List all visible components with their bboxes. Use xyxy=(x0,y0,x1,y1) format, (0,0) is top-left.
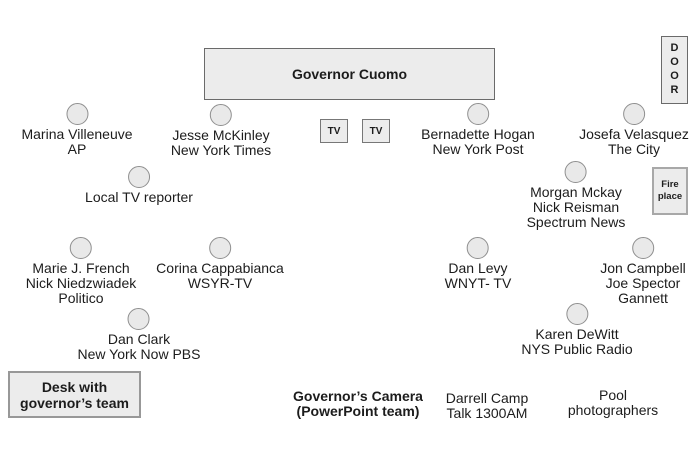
fireplace-label-line: place xyxy=(657,191,683,202)
seat-name-line: Morgan Mckay xyxy=(530,184,622,200)
door-letter: O xyxy=(670,70,679,82)
seat-outlet-line: Politico xyxy=(58,290,104,306)
seat-karen-dewitt: Karen DeWitt NYS Public Radio xyxy=(521,303,633,357)
seat-label: Corina Cappabianca WSYR-TV xyxy=(156,261,284,291)
governors-camera-label: Governor’s Camera (PowerPoint team) xyxy=(293,389,423,419)
seat-morgan-mckay-nick-reisman: Morgan Mckay Nick Reisman Spectrum News xyxy=(527,161,626,230)
chair-icon xyxy=(623,103,645,125)
chair-icon xyxy=(566,303,588,325)
fireplace-box: Fire place xyxy=(652,167,688,215)
floor-label-line: (PowerPoint team) xyxy=(296,403,420,419)
seat-name-line: Jon Campbell xyxy=(600,260,686,276)
tv-label: TV xyxy=(327,125,341,137)
seat-label: Karen DeWitt NYS Public Radio xyxy=(521,327,632,357)
desk-box: Desk with governor’s team xyxy=(8,371,141,418)
seat-bernadette-hogan: Bernadette Hogan New York Post xyxy=(421,103,535,157)
seat-label: Marie J. French Nick Niedzwiadek Politic… xyxy=(26,261,136,306)
seat-jesse-mckinley: Jesse McKinley New York Times xyxy=(171,104,271,158)
seat-label: Local TV reporter xyxy=(85,190,193,205)
chair-icon xyxy=(66,103,88,125)
door-box: D O O R xyxy=(661,36,688,104)
seat-name-line: Karen DeWitt xyxy=(535,326,619,342)
seat-dan-levy: Dan Levy WNYT- TV xyxy=(445,237,512,291)
door-letter: D xyxy=(670,42,679,54)
seat-label: Jesse McKinley New York Times xyxy=(171,128,271,158)
seat-name-line: Josefa Velasquez xyxy=(579,126,689,142)
chair-icon xyxy=(127,308,150,330)
desk-label-line: governor’s team xyxy=(20,394,129,411)
seat-name-line: Local TV reporter xyxy=(85,189,193,205)
seat-name-line: Nick Niedzwiadek xyxy=(25,275,137,291)
seat-outlet-line: The City xyxy=(607,141,661,157)
chair-icon xyxy=(69,237,92,259)
seat-name-line: Nick Reisman xyxy=(532,199,620,215)
seat-outlet-line: WNYT- TV xyxy=(444,275,512,291)
seat-marie-french-nick-niedzwiadek: Marie J. French Nick Niedzwiadek Politic… xyxy=(26,237,136,306)
seat-name-line: Bernadette Hogan xyxy=(421,126,535,142)
chair-icon xyxy=(466,237,489,259)
seat-jon-campbell-joe-spector: Jon Campbell Joe Spector Gannett xyxy=(600,237,686,306)
desk-label-line: Desk with xyxy=(41,378,108,395)
floor-label-line: photographers xyxy=(567,402,659,418)
tv-monitor-box-2: TV xyxy=(362,119,390,143)
seat-outlet-line: WSYR-TV xyxy=(187,275,253,291)
governor-cuomo-label: Governor Cuomo xyxy=(291,66,408,82)
door-letter: O xyxy=(670,56,679,68)
seat-name-line: Marina Villeneuve xyxy=(21,126,133,142)
chair-icon xyxy=(208,237,231,259)
chair-icon xyxy=(466,103,489,125)
seat-label: Dan Clark New York Now PBS xyxy=(78,332,201,362)
seat-label: Josefa Velasquez The City xyxy=(579,127,689,157)
seat-label: Jon Campbell Joe Spector Gannett xyxy=(600,261,686,306)
seat-corina-cappabianca: Corina Cappabianca WSYR-TV xyxy=(156,237,284,291)
seat-dan-clark: Dan Clark New York Now PBS xyxy=(78,308,201,362)
seat-label: Morgan Mckay Nick Reisman Spectrum News xyxy=(527,185,626,230)
seat-name-line: Marie J. French xyxy=(32,260,130,276)
seat-name-line: Jesse McKinley xyxy=(172,127,270,143)
chair-icon xyxy=(128,166,150,188)
seat-name-line: Dan Levy xyxy=(448,260,508,276)
floor-label-line: Darrell Camp xyxy=(445,390,529,406)
floor-label-line: Talk 1300AM xyxy=(446,405,528,421)
chair-icon xyxy=(565,161,587,183)
seat-label: Marina Villeneuve AP xyxy=(21,127,132,157)
pool-photographers-label: Pool photographers xyxy=(568,388,658,418)
seat-outlet-line: NYS Public Radio xyxy=(521,341,633,357)
tv-label: TV xyxy=(369,125,383,137)
seat-outlet-line: AP xyxy=(67,141,87,157)
chair-icon xyxy=(210,104,232,126)
seat-marina-villeneuve: Marina Villeneuve AP xyxy=(21,103,133,157)
seat-outlet-line: Spectrum News xyxy=(526,214,626,230)
seat-name-line: Joe Spector xyxy=(605,275,681,291)
seat-outlet-line: Gannett xyxy=(618,290,668,306)
seat-josefa-velasquez: Josefa Velasquez The City xyxy=(579,103,689,157)
fireplace-label-line: Fire xyxy=(661,179,679,190)
seat-name-line: Dan Clark xyxy=(107,331,171,347)
door-letter: R xyxy=(670,84,679,96)
darrell-camp-label: Darrell Camp Talk 1300AM xyxy=(446,391,528,421)
tv-monitor-box-1: TV xyxy=(320,119,348,143)
seat-label: Dan Levy WNYT- TV xyxy=(445,261,512,291)
chair-icon xyxy=(631,237,654,259)
floor-label-line: Governor’s Camera xyxy=(293,388,423,404)
governor-cuomo-box: Governor Cuomo xyxy=(204,48,495,100)
seat-outlet-line: New York Times xyxy=(170,142,272,158)
seat-local-tv-reporter: Local TV reporter xyxy=(85,166,193,205)
seat-label: Bernadette Hogan New York Post xyxy=(421,127,535,157)
seat-name-line: Corina Cappabianca xyxy=(156,260,284,276)
seat-outlet-line: New York Post xyxy=(432,141,524,157)
floor-label-line: Pool xyxy=(598,387,628,403)
seat-outlet-line: New York Now PBS xyxy=(77,346,201,362)
